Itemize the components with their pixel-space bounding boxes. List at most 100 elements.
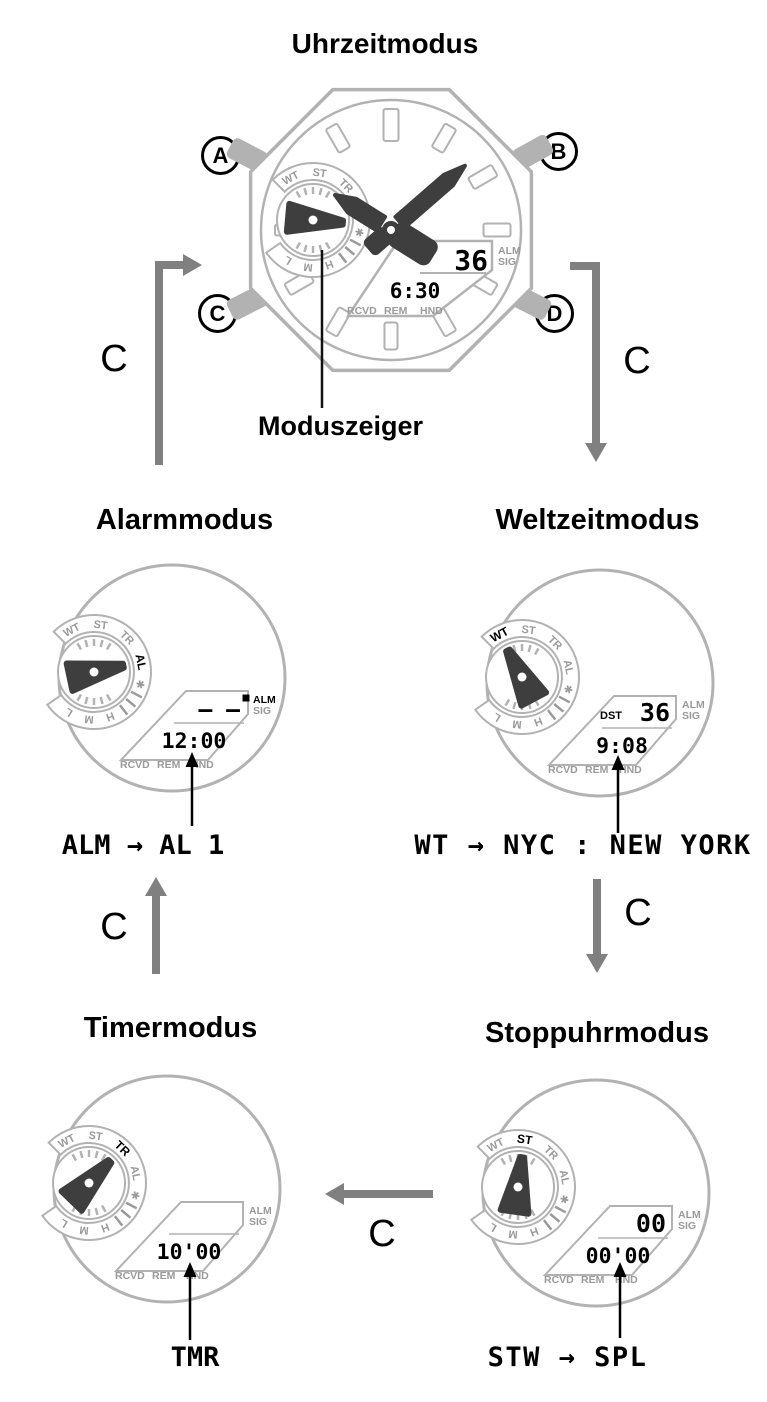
mode-hand: [63, 660, 127, 694]
timekeeping-watch-figure: 36 6:30 ALM SIG RCVD REM HND WT ST TR AL…: [226, 87, 554, 373]
hands-pivot: [382, 221, 400, 239]
subdial-star-icon: ✱: [560, 683, 575, 695]
subdial-h-label: H: [104, 709, 116, 723]
timer-mode-caption: TMR: [170, 1342, 220, 1373]
arrow-worldtime-to-stopwatch: [586, 879, 608, 973]
mode-subdial: WT ST TR AL ✱ H M L: [473, 619, 580, 736]
lcd-pointer-arrow: [185, 752, 199, 826]
lcd-pointer-arrow: [613, 1262, 627, 1338]
alarm-lcd: – – 12:00 ALM SIG RCVD REM HND: [118, 690, 276, 771]
mode-hand: [283, 200, 347, 235]
alm-label: ALM: [498, 245, 521, 257]
worldtime-lcd: DST 36 9:08 ALM SIG RCVD REM HND: [546, 695, 705, 776]
transition-label-alarm-to-time: C: [100, 338, 128, 380]
subdial-h-label: H: [532, 714, 544, 728]
sig-label: SIG: [678, 1220, 696, 1232]
rcvd-label: RCVD: [115, 1270, 145, 1282]
arrow-alarm-to-time: [155, 254, 202, 465]
rem-label: REM: [581, 1274, 605, 1286]
subdial-star-icon: ✱: [127, 1189, 142, 1201]
rem-label: REM: [384, 305, 408, 317]
rem-label: REM: [152, 1270, 176, 1282]
rem-label: REM: [585, 764, 609, 776]
page-title: Uhrzeitmodus: [291, 28, 479, 59]
subdial-h-label: H: [528, 1224, 540, 1238]
rem-label: REM: [157, 759, 181, 771]
subdial-st-label: ST: [93, 619, 109, 633]
sig-label: SIG: [682, 710, 700, 722]
subdial-al-label: AL: [561, 659, 576, 676]
transition-label-time-to-worldtime: C: [623, 340, 651, 382]
rcvd-label: RCVD: [120, 759, 150, 771]
subdial-st-label: ST: [521, 624, 537, 638]
hnd-label: HND: [619, 764, 642, 776]
mode-hand: [497, 1154, 532, 1217]
alm-label: ALM: [678, 1209, 701, 1221]
subdial-m-label: M: [84, 712, 94, 725]
subdial-al-label-active: AL: [132, 653, 149, 672]
subdial-star-icon: ✱: [351, 226, 366, 238]
alm-label: ALM: [682, 699, 705, 711]
timer-watch-figure: WT ST TR AL ✱ H M L 10'00 ALM SIG RCVD R…: [40, 1074, 282, 1340]
mode-subdial: WT ST TR AL ✱ H M L: [45, 614, 152, 731]
worldtime-watch-figure: WT ST TR AL ✱ H M L DST 36 9:08 ALM SIG …: [473, 568, 715, 833]
main-lcd: 36 6:30 ALM SIG RCVD REM HND: [345, 239, 521, 318]
timer-mode-title: Timermodus: [83, 1012, 258, 1044]
subdial-st-label: ST: [312, 167, 328, 181]
alm-active-marker-icon: [242, 694, 250, 702]
sig-label: SIG: [249, 1216, 267, 1228]
subdial-m-label: M: [508, 1227, 518, 1240]
hnd-label: HND: [191, 759, 214, 771]
arrow-timer-to-alarm: [145, 877, 167, 974]
alarm-lcd-top: – –: [198, 697, 240, 723]
mode-subdial: WT ST TR AL ✱ H M L: [469, 1129, 576, 1246]
subdial-m-label: M: [512, 717, 522, 730]
stopwatch-mode-title: Stoppuhrmodus: [485, 1017, 709, 1049]
alarm-lcd-bottom: 12:00: [162, 729, 227, 754]
transition-label-worldtime-to-stopwatch: C: [624, 892, 652, 934]
rcvd-label: RCVD: [548, 764, 578, 776]
worldtime-lcd-bottom: 9:08: [596, 734, 648, 759]
stopwatch-mode-caption: STW → SPL: [487, 1342, 648, 1373]
transition-label-timer-to-alarm: C: [100, 906, 128, 948]
lcd-pointer-arrow: [611, 755, 625, 833]
alarm-mode-title: Alarmmodus: [95, 504, 274, 536]
subdial-al-label: AL: [557, 1169, 572, 1186]
arrow-time-to-worldtime: [570, 262, 607, 462]
alarm-mode-caption: ALM → AL 1: [61, 830, 225, 861]
mode-hand-label: Moduszeiger: [257, 411, 424, 441]
mode-hand: [58, 1157, 115, 1214]
rcvd-label: RCVD: [544, 1274, 574, 1286]
mode-subdial: WT ST TR AL ✱ H M L: [264, 162, 371, 279]
worldtime-mode-caption: WT → NYC : NEW YORK: [414, 830, 752, 861]
stopwatch-lcd-bottom: 00'00: [586, 1244, 651, 1269]
transition-label-stopwatch-to-timer: C: [368, 1213, 396, 1255]
stopwatch-lcd-top: 00: [636, 1209, 666, 1238]
worldtime-mode-title: Weltzeitmodus: [495, 504, 700, 536]
subdial-m-label: M: [79, 1223, 89, 1236]
subdial-star-icon: ✱: [132, 678, 147, 690]
subdial-m-label: M: [303, 260, 313, 273]
main-lcd-top: 36: [454, 244, 488, 277]
stopwatch-watch-figure: WT ST TR AL ✱ H M L 00 00'00 ALM SIG RCV…: [469, 1078, 711, 1338]
alarm-watch-figure: WT ST TR AL ✱ H M L – – 12:00 ALM SIG RC…: [45, 563, 287, 826]
subdial-h-label: H: [323, 257, 335, 271]
subdial-al-label: AL: [128, 1165, 143, 1182]
worldtime-lcd-top: 36: [640, 698, 670, 727]
timer-lcd-bottom: 10'00: [157, 1240, 222, 1265]
stopwatch-lcd: 00 00'00 ALM SIG RCVD REM HND: [542, 1205, 701, 1286]
arrow-stopwatch-to-timer: [325, 1183, 433, 1205]
alm-label-active: ALM: [253, 694, 276, 706]
sig-label: SIG: [253, 705, 271, 717]
alm-label: ALM: [249, 1205, 272, 1217]
mode-subdial: WT ST TR AL ✱ H M L: [40, 1125, 147, 1242]
lcd-pointer-arrow: [183, 1262, 197, 1340]
mode-hand: [503, 646, 550, 709]
sig-label: SIG: [498, 256, 516, 268]
main-lcd-bottom: 6:30: [390, 279, 441, 303]
subdial-star-icon: ✱: [556, 1193, 571, 1205]
subdial-st-label-active: ST: [516, 1131, 534, 1147]
rcvd-label: RCVD: [347, 305, 377, 317]
subdial-h-label: H: [99, 1220, 111, 1234]
